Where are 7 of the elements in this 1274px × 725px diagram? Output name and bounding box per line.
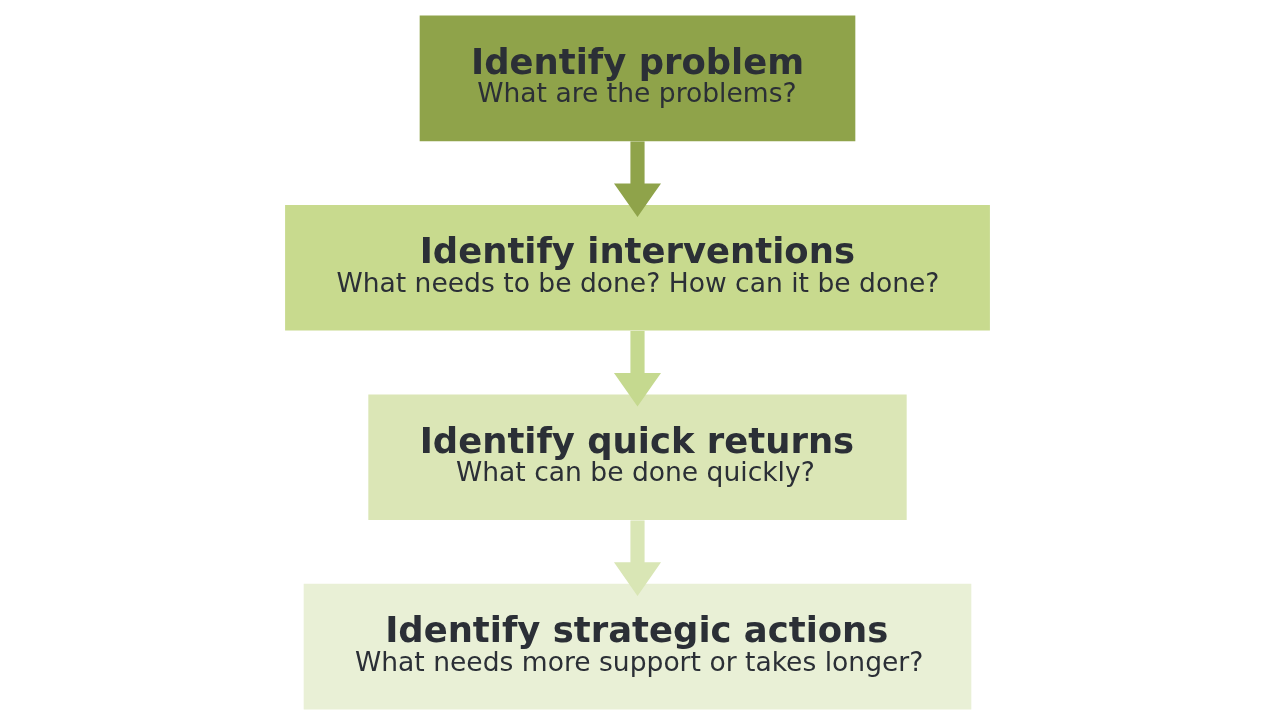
arrow [613, 520, 661, 596]
node-box: Identify problem What are the problems? [419, 15, 855, 142]
arrow [613, 141, 661, 217]
node-box: Identify strategic actions What needs more support or takes longer? [303, 583, 971, 710]
node-box: Identify interventions What needs to be done? How can it be done? [284, 204, 990, 331]
arrow [613, 330, 661, 407]
node-box: Identify quick returns What can be done quickly? [367, 394, 907, 521]
